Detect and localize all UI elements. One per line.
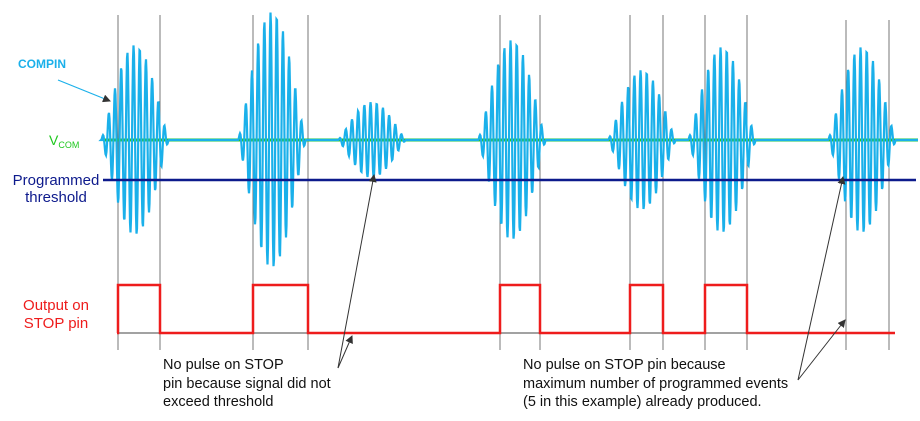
annotation-no-pulse-max-events: No pulse on STOP pin because maximum num…: [523, 357, 789, 410]
compin-arrow: [57, 79, 111, 103]
compin-waveform: [98, 12, 918, 267]
annotation-arrows-right: [797, 176, 846, 381]
stop-output-label-line2: STOP pin: [23, 315, 89, 332]
threshold-label-line1: Programmed: [12, 172, 100, 189]
annotation-no-pulse-threshold: No pulse on STOP pin because signal did …: [163, 357, 331, 410]
vcom-label-main: V: [49, 132, 59, 148]
vcom-label-sub: COM: [58, 140, 80, 150]
vcom-label: VCOM: [49, 132, 80, 150]
threshold-label-line2: threshold: [25, 189, 87, 206]
stop-output-signal: [116, 283, 895, 335]
compin-label: COMPIN: [18, 57, 66, 71]
stop-output-label-line1: Output on: [23, 297, 89, 314]
annotation-arrows-left: [337, 174, 377, 369]
